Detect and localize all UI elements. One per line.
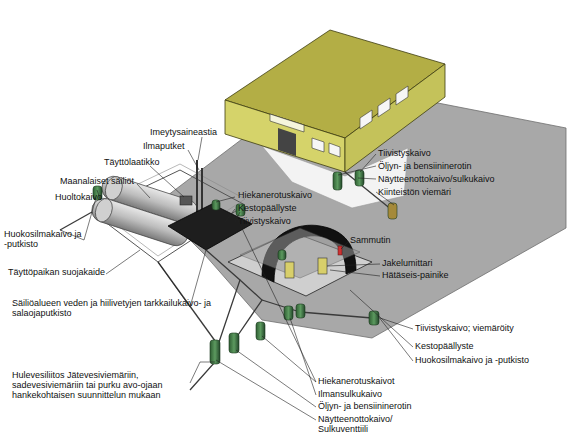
building-front-wall	[225, 100, 345, 172]
extinguisher	[338, 246, 342, 255]
callout-label: Kestopäällyste	[238, 203, 297, 213]
callout-label: Näytteenottokaivo/sulkukaivo	[378, 174, 495, 184]
callout-label: Huoltokaivo	[55, 192, 102, 202]
callout-label: Kiinteistön viemäri	[378, 187, 451, 197]
callout-label: Maanalaiset säiliöt	[60, 176, 134, 186]
dispenser	[285, 262, 294, 278]
window	[329, 143, 340, 157]
window	[378, 98, 390, 117]
door	[278, 128, 296, 156]
callout-label: Täyttölaatikko	[104, 157, 160, 167]
callout-label: Näytteenottokaivo/ Sulkuventtiili	[318, 414, 418, 434]
building-sign	[270, 114, 304, 132]
callout-label: Jakelumittari	[382, 258, 433, 268]
callout-label: Tiivistyskaivo; viemäröity	[415, 323, 514, 333]
canopy-roof	[240, 228, 360, 278]
window	[312, 138, 324, 152]
callout-label: Hiekanerotuskaivo	[238, 190, 312, 200]
callout-label: Hätäseis-painike	[382, 270, 449, 280]
callout-label: Ilmaputket	[143, 141, 185, 151]
callout-label: Kestopäällyste	[415, 341, 474, 351]
window	[360, 110, 372, 129]
callout-label: Täyttöpaikan suojakaide	[8, 267, 105, 277]
callout-label: Säiliöalueen veden ja hiilivetyjen tarkk…	[12, 298, 212, 318]
vent-pipe	[196, 160, 198, 218]
callout-label: Öljyn- ja bensiininerotin	[318, 401, 412, 411]
callout-label: Ilmansulkukaivo	[318, 389, 382, 399]
pipes	[60, 172, 392, 390]
dispenser	[318, 258, 327, 274]
callout-label: Imeytysaineastia	[150, 127, 217, 137]
manholes	[93, 170, 397, 364]
callout-label: Tiivistyskaivo	[238, 216, 291, 226]
callout-label: Huokosilmakaivo ja -putkisto	[4, 229, 84, 249]
callout-label: Sammutin	[350, 235, 391, 245]
callout-label: Hulevesiliitos Jätevesiviemäriin, sadeve…	[12, 370, 190, 400]
callout-label: Tiivistyskaivo	[378, 148, 431, 158]
callout-label: Hiekanerotuskaivot	[318, 376, 395, 386]
fill-box	[180, 196, 192, 205]
callout-label: Huokosilmakaivo ja -putkisto	[415, 355, 529, 365]
building-side-wall	[345, 64, 445, 172]
window	[396, 86, 408, 105]
callout-label: Öljyn- ja bensiininerotin	[378, 161, 472, 171]
